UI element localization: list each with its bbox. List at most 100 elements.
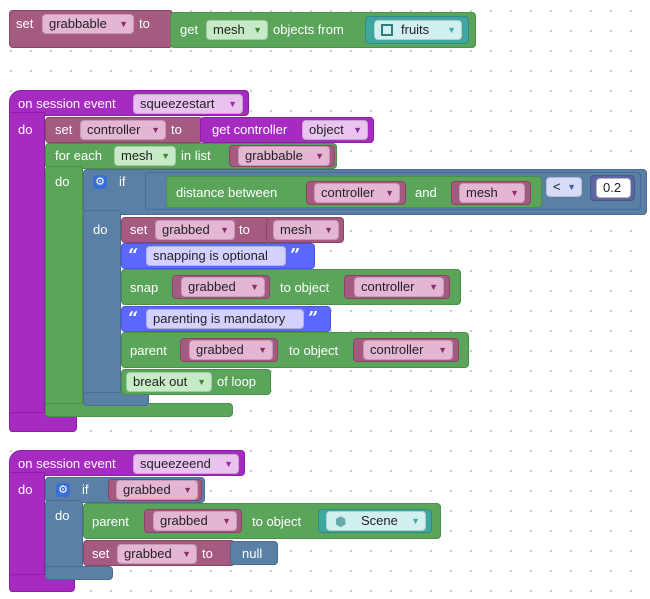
null-label: null	[242, 546, 263, 561]
chevron-down-icon: ▼	[197, 377, 206, 387]
variable-dropdown-mesh[interactable]: mesh ▼	[273, 220, 339, 240]
variable-name: controller	[87, 122, 141, 137]
if-block-foot	[83, 392, 149, 406]
controller-dropdown-object[interactable]: object ▼	[302, 120, 368, 140]
variable-name: controller	[321, 185, 375, 200]
variable-name: mesh	[280, 222, 312, 237]
variable-dropdown-controller[interactable]: controller ▼	[363, 340, 453, 360]
for-each-label: for each	[55, 148, 102, 163]
variable-name: controller	[370, 342, 424, 357]
parent-label: parent	[92, 514, 129, 529]
if-block-foot	[45, 566, 113, 580]
variable-name: grabbable	[49, 16, 107, 31]
variable-dropdown-controller[interactable]: controller ▼	[314, 183, 400, 203]
and-label: and	[415, 185, 437, 200]
event-dropdown-squeezeend[interactable]: squeezeend▼	[133, 454, 239, 474]
variable-name: grabbed	[124, 546, 172, 561]
chevron-down-icon: ▼	[220, 225, 229, 235]
list-dropdown-grabbable[interactable]: grabbable ▼	[238, 146, 330, 166]
if-do-label: do	[93, 222, 108, 237]
snap-label: snap	[130, 280, 159, 295]
comment-value: snapping is optional	[153, 248, 268, 263]
close-quote-icon: ”	[290, 245, 301, 266]
comment-value: parenting is mandatory	[153, 311, 286, 326]
in-list-label: in list	[181, 148, 211, 163]
chevron-down-icon: ▼	[250, 282, 259, 292]
get-label: get	[180, 22, 199, 37]
event-label: on session event	[18, 96, 116, 111]
loop-do-label: do	[55, 174, 70, 189]
chevron-down-icon: ▼	[119, 19, 128, 29]
event-block-spine	[9, 112, 45, 432]
event-label: on session event	[18, 456, 116, 471]
loop-variable-dropdown-mesh[interactable]: mesh▼	[114, 146, 176, 166]
to-label: to	[139, 16, 150, 31]
list-name: grabbable	[245, 148, 303, 163]
variable-dropdown-controller[interactable]: controller▼	[354, 277, 444, 297]
event-block-foot	[9, 412, 77, 432]
chevron-down-icon: ▼	[438, 345, 447, 355]
object-dropdown-scene[interactable]: ⬢ Scene▼	[326, 511, 426, 531]
set-label: set	[92, 546, 110, 561]
chevron-down-icon: ▼	[222, 516, 231, 526]
variable-dropdown-grabbed[interactable]: grabbed ▼	[181, 277, 265, 297]
variable-dropdown-grabbable[interactable]: grabbable ▼	[42, 14, 134, 34]
type-name: mesh	[213, 22, 245, 37]
variable-dropdown-grabbed[interactable]: grabbed▼	[155, 220, 235, 240]
if-label: if	[82, 482, 89, 497]
variable-dropdown-mesh[interactable]: mesh▼	[459, 183, 525, 203]
null-block[interactable]	[230, 541, 278, 565]
if-block-spine	[45, 500, 83, 578]
to-label: to	[239, 222, 250, 237]
set-label: set	[16, 16, 34, 31]
object-name: fruits	[401, 22, 430, 37]
chevron-down-icon: ▼	[447, 25, 456, 35]
chevron-down-icon: ▼	[353, 125, 362, 135]
variable-dropdown-grabbed[interactable]: grabbed ▼	[116, 480, 198, 500]
comment-text[interactable]: parenting is mandatory	[146, 309, 304, 329]
event-name: squeezestart	[140, 96, 215, 111]
operator-dropdown[interactable]: <▼	[546, 177, 582, 197]
variable-name: grabbed	[123, 482, 171, 497]
variable-dropdown-grabbed[interactable]: grabbed ▼	[153, 511, 237, 531]
of-loop-label: of loop	[217, 374, 257, 389]
chevron-down-icon: ▼	[183, 485, 192, 495]
get-controller-label: get controller	[212, 122, 288, 137]
object-name: Scene	[361, 513, 398, 528]
chevron-down-icon: ▼	[228, 99, 237, 109]
object-dropdown-fruits[interactable]: fruits ▼	[374, 20, 462, 40]
type-dropdown-mesh[interactable]: mesh▼	[206, 20, 268, 40]
gear-icon[interactable]: ⚙	[56, 483, 70, 497]
to-object-label: to object	[289, 343, 339, 358]
if-label: if	[119, 174, 126, 189]
chevron-down-icon: ▼	[324, 225, 333, 235]
variable-name: grabbed	[160, 513, 208, 528]
chevron-down-icon: ▼	[385, 188, 394, 198]
chevron-down-icon: ▼	[429, 282, 438, 292]
variable-dropdown-grabbed[interactable]: grabbed ▼	[117, 544, 197, 564]
event-dropdown-squeezestart[interactable]: squeezestart ▼	[133, 94, 243, 114]
comment-text[interactable]: snapping is optional	[146, 246, 286, 266]
controller-value: object	[309, 122, 344, 137]
variable-dropdown-controller[interactable]: controller▼	[80, 120, 166, 140]
do-label: do	[18, 122, 33, 137]
to-label: to	[171, 122, 182, 137]
chevron-down-icon: ▼	[182, 549, 191, 559]
if-block-spine	[83, 210, 121, 402]
to-object-label: to object	[252, 514, 302, 529]
open-quote-icon: “	[128, 245, 139, 266]
chevron-down-icon: ▼	[224, 459, 233, 469]
break-dropdown[interactable]: break out▼	[126, 372, 212, 392]
chevron-down-icon: ▼	[315, 151, 324, 161]
chevron-down-icon: ▼	[161, 151, 170, 161]
gear-icon[interactable]: ⚙	[93, 175, 107, 189]
group-icon	[381, 24, 393, 36]
variable-dropdown-grabbed[interactable]: grabbed▼	[189, 340, 273, 360]
variable-name: mesh	[466, 185, 498, 200]
variable-name: grabbed	[188, 279, 236, 294]
number-field[interactable]: 0.2	[596, 178, 631, 198]
to-object-label: to object	[280, 280, 330, 295]
close-quote-icon: ”	[308, 308, 319, 329]
operator-symbol: <	[553, 179, 561, 194]
distance-label: distance between	[176, 185, 278, 200]
